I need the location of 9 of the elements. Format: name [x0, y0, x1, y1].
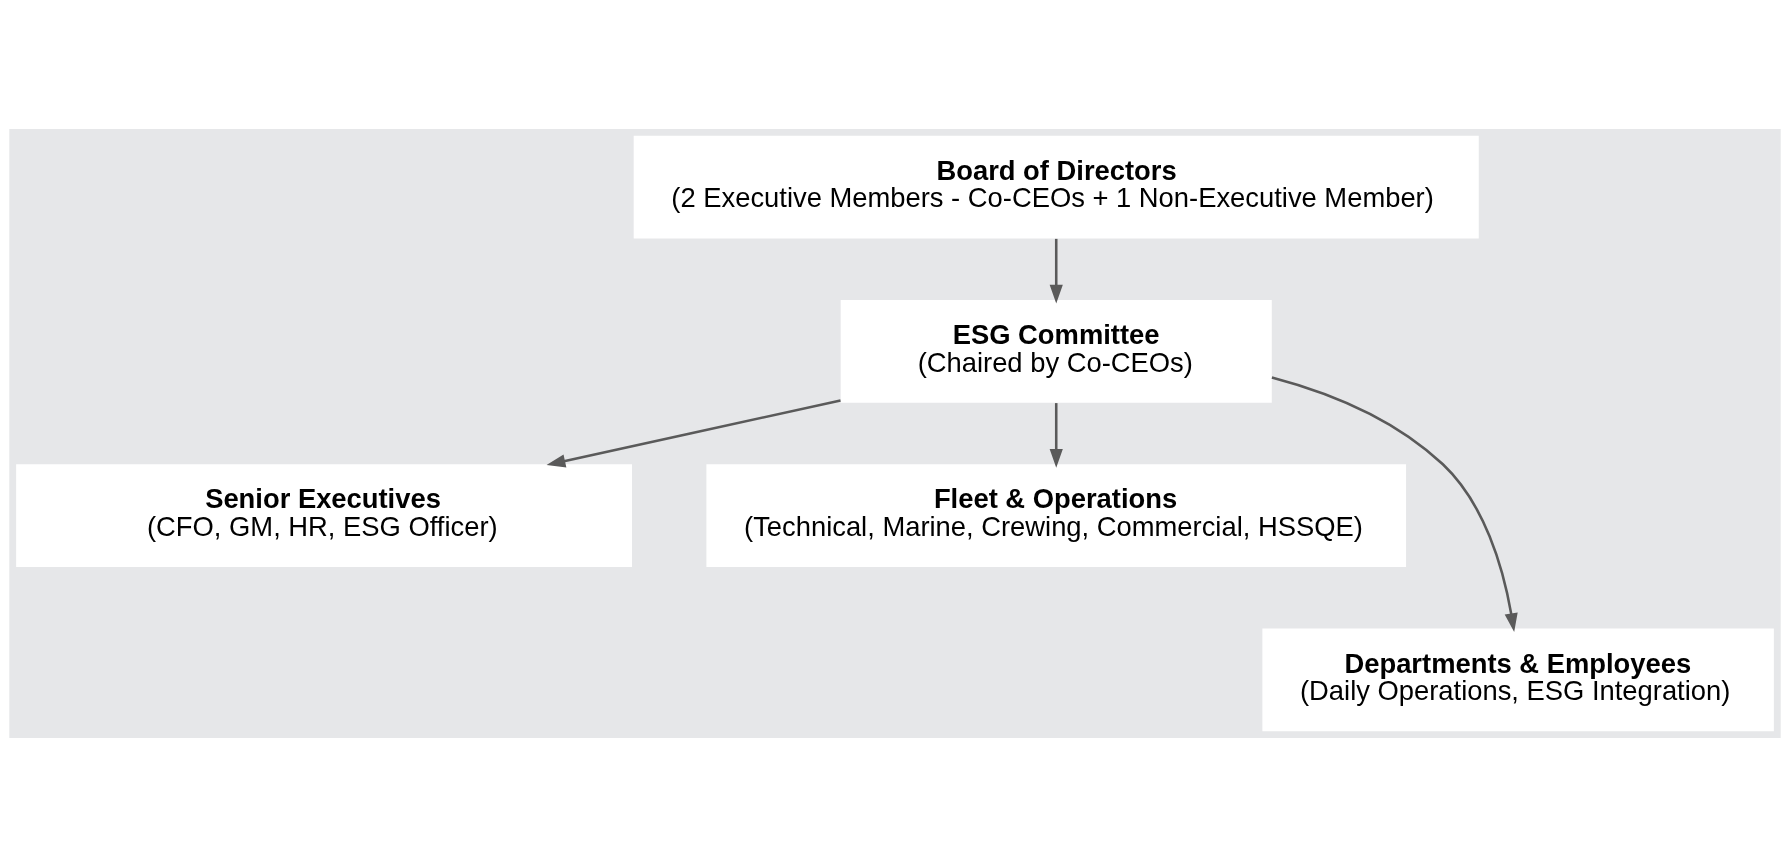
node-box: ESG Committee (Chaired by Co-CEOs)	[840, 299, 1272, 403]
node-box: Senior Executives (CFO, GM, HR, ESG Officer)	[16, 463, 632, 567]
node-box: Board of Directors (2 Executive Members - Co-CEOs + 1 Non-Executive Member)	[633, 135, 1479, 238]
arrow	[1271, 375, 1518, 632]
arrow	[1049, 402, 1063, 468]
node-box: Fleet & Operations (Technical, Marine, Crewing, Commercial, HSSQE)	[706, 463, 1407, 567]
arrow	[546, 398, 841, 467]
node-box: Departments & Employees (Daily Operations, ESG Integration)	[1262, 628, 1774, 731]
arrow	[1049, 238, 1063, 304]
